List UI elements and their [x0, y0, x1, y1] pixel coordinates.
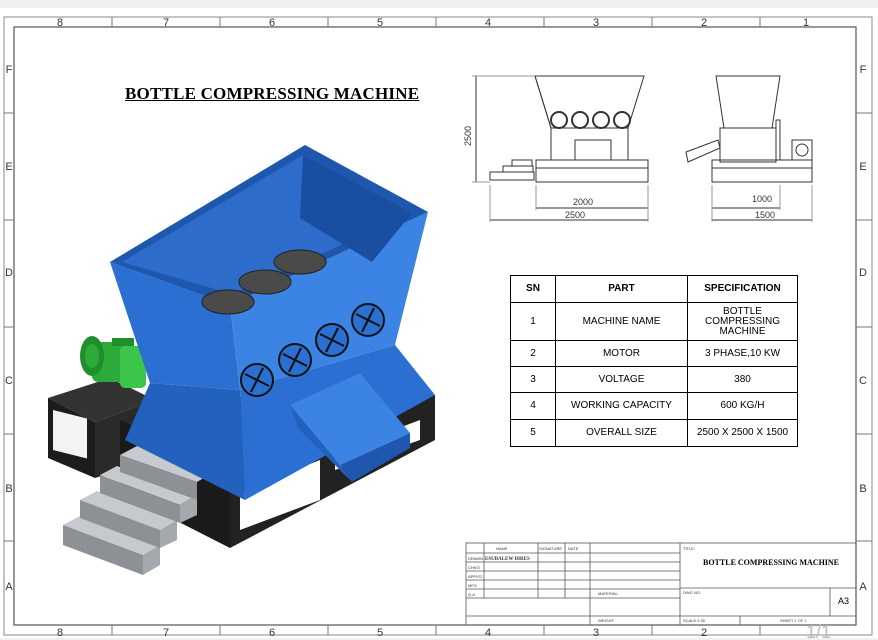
page-mark: 1/1 [806, 622, 831, 640]
spec-sn: 1 [510, 302, 556, 341]
spec-part: MOTOR [555, 340, 688, 367]
zone-row-d-right: D [859, 267, 867, 279]
outer-border [3, 16, 873, 636]
inner-border [13, 26, 857, 626]
table-row: 2 MOTOR 3 PHASE,10 KW [510, 340, 798, 367]
title-block-lines [465, 542, 857, 626]
zone-col-3-bottom: 3 [593, 627, 599, 639]
spec-part: MACHINE NAME [555, 302, 688, 341]
tb-scale-label: SCALE:1:30 [683, 618, 706, 623]
dim-front-width-inner: 2000 [573, 197, 593, 207]
zone-col-7-bottom: 7 [163, 627, 169, 639]
spec-header-sn: SN [510, 275, 556, 303]
spec-sn: 2 [510, 340, 556, 367]
specification-table: SN PART SPECIFICATION 1 MACHINE NAME BOT… [510, 275, 798, 447]
dim-front-width-outer: 2500 [565, 210, 585, 220]
zone-col-3-top: 3 [593, 17, 599, 29]
zone-col-5-bottom: 5 [377, 627, 383, 639]
spec-value: 600 KG/H [687, 392, 798, 420]
zone-ticks [4, 17, 872, 635]
table-row: 4 WORKING CAPACITY 600 KG/H [510, 392, 798, 420]
access-stairs [63, 446, 212, 575]
zone-col-6-top: 6 [269, 17, 275, 29]
zone-row-e-right: E [859, 161, 866, 173]
tb-title-label: TITLE: [683, 546, 695, 551]
isometric-machine [48, 145, 435, 575]
zone-col-7-top: 7 [163, 17, 169, 29]
zone-row-b-left: B [5, 483, 12, 495]
tb-size: A3 [838, 596, 849, 606]
discharge-chute [290, 373, 410, 482]
table-row: 1 MACHINE NAME BOTTLE COMPRESSING MACHIN… [510, 302, 798, 341]
tb-chkd-label: CHK'D [468, 565, 480, 570]
tb-weight-label: WEIGHT: [598, 618, 615, 623]
zone-col-6-bottom: 6 [269, 627, 275, 639]
spec-sn: 3 [510, 366, 556, 393]
zone-row-a-left: A [5, 581, 13, 593]
zone-col-4-top: 4 [485, 17, 491, 29]
tb-mfg-label: MFG [468, 583, 477, 588]
spec-part: VOLTAGE [555, 366, 688, 393]
zone-col-2-top: 2 [701, 17, 707, 29]
table-row: 5 OVERALL SIZE 2500 X 2500 X 1500 [510, 419, 798, 447]
tb-col-date: DATE [568, 546, 579, 551]
tb-drawing-title: BOTTLE COMPRESSING MACHINE [703, 558, 839, 567]
zone-col-1-top: 1 [803, 17, 809, 29]
hopper-upper [110, 145, 428, 390]
spec-header-part: PART [555, 275, 688, 303]
spec-value: 3 PHASE,10 KW [687, 340, 798, 367]
table-row: 3 VOLTAGE 380 [510, 366, 798, 393]
tb-qa-label: Q.A [468, 592, 475, 597]
spec-value: 2500 X 2500 X 1500 [687, 419, 798, 447]
zone-row-b-right: B [859, 483, 866, 495]
spec-value: 380 [687, 366, 798, 393]
zone-row-e-left: E [5, 161, 12, 173]
tb-col-name: NAME [496, 546, 508, 551]
crusher-rollers [201, 249, 327, 315]
spec-part: WORKING CAPACITY [555, 392, 688, 420]
spec-part: OVERALL SIZE [555, 419, 688, 447]
zone-col-5-top: 5 [377, 17, 383, 29]
spec-sn: 5 [510, 419, 556, 447]
zone-row-c-right: C [859, 375, 867, 387]
tb-drawn-name: ESUBALEW DIRES [485, 557, 530, 562]
gear-wheels [240, 303, 385, 397]
spec-header-specification: SPECIFICATION [687, 275, 798, 303]
spec-header-row: SN PART SPECIFICATION [510, 275, 798, 303]
zone-col-8-top: 8 [57, 17, 63, 29]
zone-row-a-right: A [859, 581, 867, 593]
tb-dwg-no-label: DWG NO. [683, 590, 701, 595]
front-view [472, 75, 649, 222]
drawing-title: BOTTLE COMPRESSING MACHINE [125, 84, 420, 103]
spec-sn: 4 [510, 392, 556, 420]
tb-material-label: MATERIAL: [598, 591, 619, 596]
tb-col-signature: SIGNATURE [539, 546, 562, 551]
electric-motor [80, 336, 146, 388]
tb-sheet-label: SHEET 1 OF 1 [780, 618, 807, 623]
tb-drawn-label: DRAWN [468, 556, 483, 561]
zone-col-8-bottom: 8 [57, 627, 63, 639]
dim-side-width-inner: 1000 [752, 194, 772, 204]
zone-col-2-bottom: 2 [701, 627, 707, 639]
zone-row-c-left: C [5, 375, 13, 387]
dim-front-height: 2500 [463, 126, 473, 146]
zone-row-f-left: F [6, 64, 13, 76]
tb-appvd-label: APPV'D [468, 574, 482, 579]
spec-value: BOTTLE COMPRESSING MACHINE [687, 302, 798, 341]
dim-side-width-outer: 1500 [755, 210, 775, 220]
zone-col-4-bottom: 4 [485, 627, 491, 639]
side-view [685, 75, 813, 222]
zone-row-f-right: F [860, 64, 867, 76]
zone-row-d-left: D [5, 267, 13, 279]
